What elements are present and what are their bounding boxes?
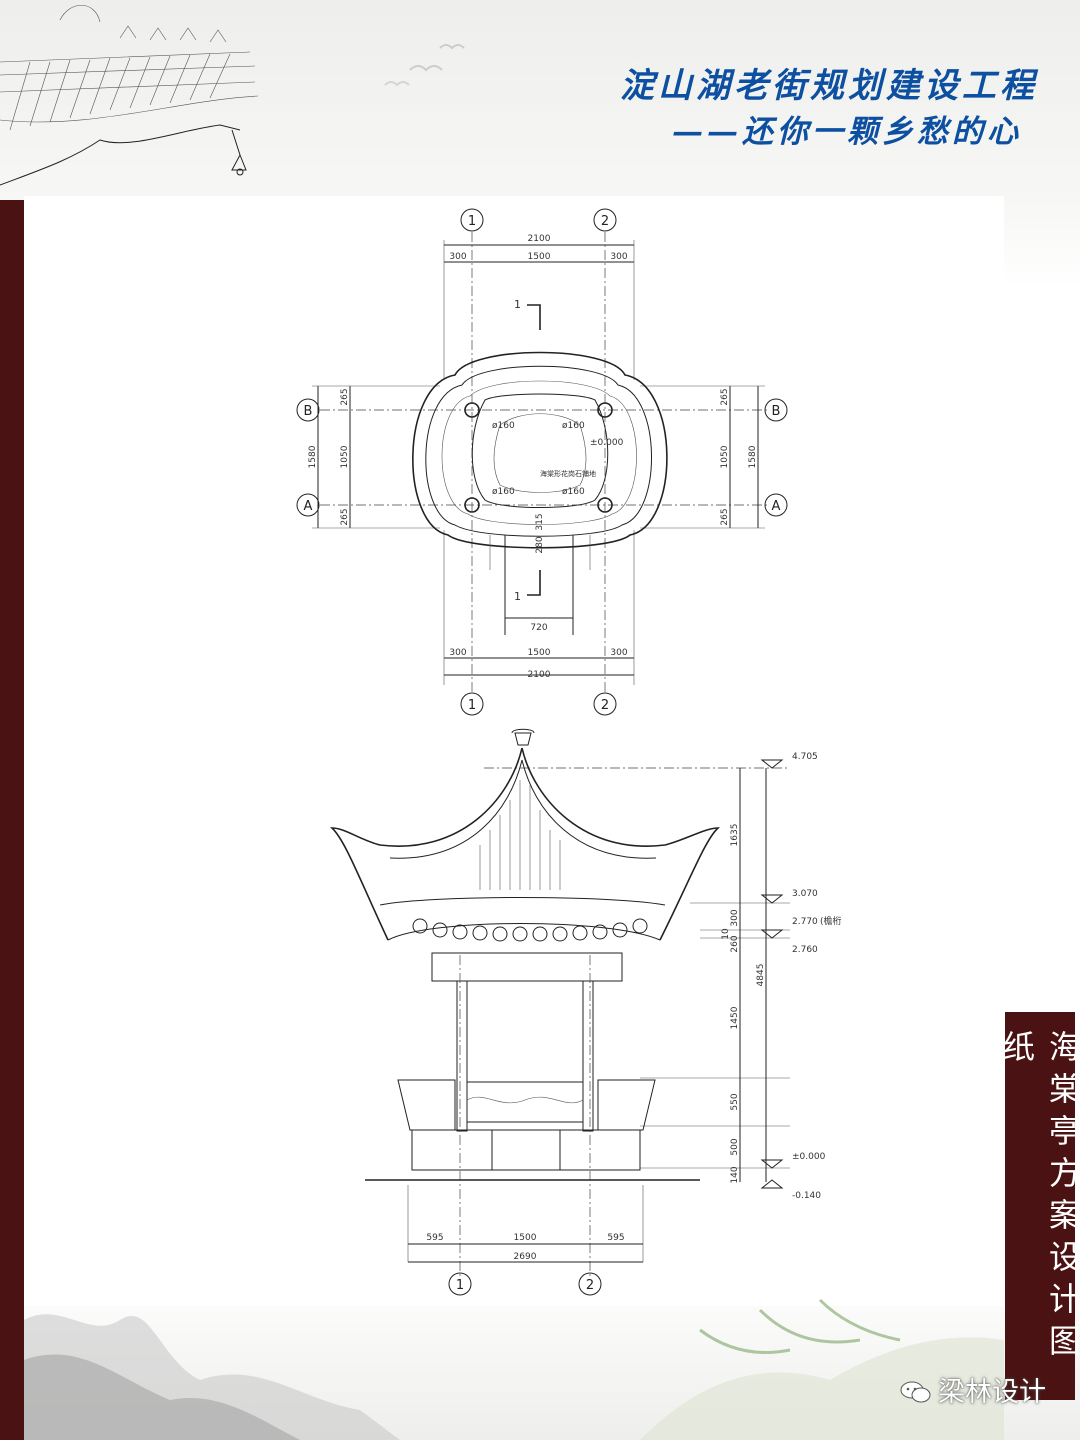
plan-col-dia-3: ø160 (492, 487, 515, 497)
plan-dim-edge-left-top: 265 (340, 388, 350, 405)
plan-axis-1-top: 1 (468, 214, 476, 229)
elev-axis-2: 2 (586, 1278, 594, 1293)
plan-col-dia-2: ø160 (562, 421, 585, 431)
elev-dim-4845: 4845 (756, 964, 766, 987)
birds-decoration (384, 44, 465, 87)
plan-col-dia-1: ø160 (492, 421, 515, 431)
plan-dim-edge-right-top: 265 (720, 388, 730, 405)
elev-dim-500: 500 (730, 1138, 740, 1155)
roof-ornament-illustration (0, 5, 259, 186)
plan-axis-b-left: B (304, 404, 313, 419)
project-title: 淀山湖老街规划建设工程 (620, 66, 1038, 106)
plan-dim-720: 720 (530, 623, 547, 633)
plan-dim-depth-left: 1580 (308, 445, 318, 468)
elev-dim-260: 260 (730, 935, 740, 952)
plan-axis-a-right: A (772, 499, 781, 514)
elev-dim-1450: 1450 (730, 1006, 740, 1029)
section-mark-top: 1 (514, 298, 521, 311)
elev-dim-300: 300 (730, 909, 740, 926)
plan-dim-mid-bottom: 1500 (528, 648, 551, 658)
plan-dim-edge-right-bottom: 265 (720, 508, 730, 525)
elev-dim-1500: 1500 (514, 1233, 537, 1243)
lvl-beam-note: (檐桁 (820, 915, 842, 927)
elev-dim-550: 550 (730, 1093, 740, 1110)
side-title-panel: 海棠亭方案设计图纸 (998, 1012, 1080, 1400)
plan-col-dia-4: ø160 (562, 487, 585, 497)
plan-dim-side-bottom-right: 300 (610, 648, 627, 658)
elev-dim-595-right: 595 (607, 1233, 624, 1243)
elev-dim-10: 10 (721, 928, 731, 940)
plan-dim-315: 315 (535, 513, 545, 530)
plan-dim-side-top-right: 300 (610, 252, 627, 262)
plan-axis-1-bottom: 1 (468, 698, 476, 713)
plan-dim-side-top-left: 300 (449, 252, 466, 262)
plan-dim-total-bottom: 2100 (528, 670, 551, 680)
plan-axis-a-left: A (304, 499, 313, 514)
plan-dim-280: 280 (535, 536, 545, 553)
wechat-icon (900, 1381, 931, 1403)
plan-axis-2-top: 2 (601, 214, 609, 229)
plan-dim-depth-right: 1580 (748, 445, 758, 468)
lvl-beam: 2.770 (792, 917, 818, 927)
side-title-text: 海棠亭方案设计图纸 (998, 1030, 1080, 1366)
plan-dim-mid-top: 1500 (528, 252, 551, 262)
section-mark-bottom: 1 (514, 590, 521, 603)
elev-dim-140: 140 (730, 1166, 740, 1183)
elev-dim-1635: 1635 (730, 824, 740, 847)
lvl-eave: 3.070 (792, 889, 818, 899)
plan-dim-total-top: 2100 (528, 234, 551, 244)
elev-dim-595-left: 595 (426, 1233, 443, 1243)
lvl-floor: ±0.000 (792, 1152, 826, 1162)
project-subtitle: ——还你一颗乡愁的心 (672, 114, 1022, 150)
plan-dim-side-bottom-left: 300 (449, 648, 466, 658)
plan-axis-2-bottom: 2 (601, 698, 609, 713)
plan-dim-edge-left-bottom: 265 (340, 508, 350, 525)
lvl-top: 4.705 (792, 752, 818, 762)
lvl-lintel: 2.760 (792, 945, 818, 955)
drawing-sheet (24, 196, 1004, 1306)
watermark-text: 梁林设计 (938, 1377, 1046, 1408)
elev-dim-2690: 2690 (514, 1252, 537, 1262)
elev-axis-1: 1 (456, 1278, 464, 1293)
plan-level: ±0.000 (590, 438, 624, 448)
left-accent-bar (0, 200, 24, 1440)
plan-dim-inner-left: 1050 (340, 445, 350, 468)
plan-dim-inner-right: 1050 (720, 445, 730, 468)
watermark: 梁林设计 (900, 1370, 1046, 1409)
lvl-ground: -0.140 (792, 1191, 821, 1201)
plan-axis-b-right: B (772, 404, 781, 419)
plan-floor-note: 海棠形花岗石铺地 (540, 469, 596, 478)
